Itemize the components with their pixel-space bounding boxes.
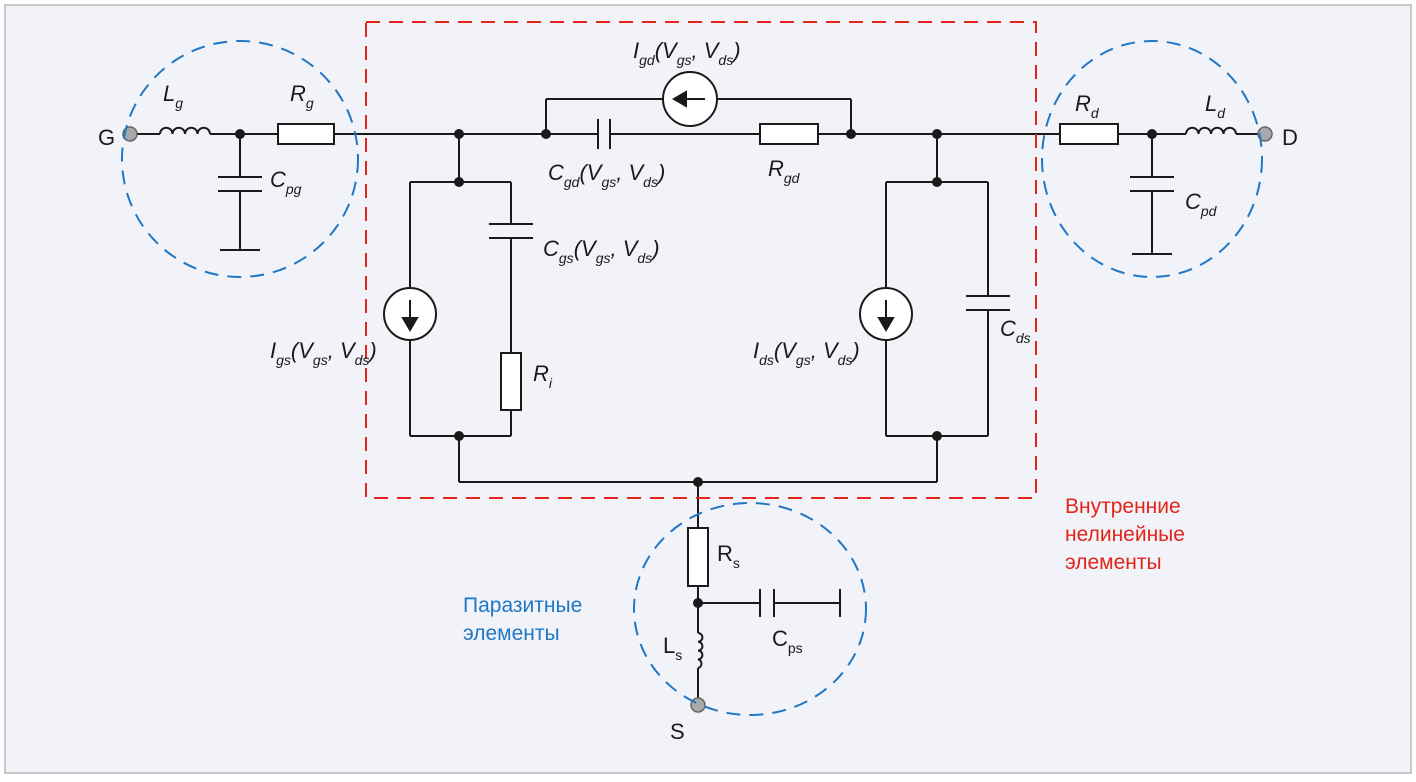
- label-ri: Ri: [533, 361, 553, 391]
- capacitor-cds: [966, 295, 1010, 311]
- current-source-igs: [383, 287, 437, 341]
- terminal-label-drain: D: [1282, 125, 1298, 150]
- label-igd: Igd(Vgs, Vds): [633, 38, 741, 68]
- label-ld: Ld: [1205, 91, 1226, 121]
- inductor-lg: [159, 126, 211, 135]
- label-lg: Lg: [163, 81, 183, 111]
- terminal-drain: [1257, 126, 1273, 142]
- terminal-label-source: S: [670, 719, 685, 744]
- internal-elements-box: [365, 21, 1037, 499]
- parasitic-drain-circle: [1041, 40, 1263, 278]
- capacitor-cpg: [218, 176, 262, 192]
- resistor-rd: [1059, 123, 1119, 145]
- label-cgd: Cgd(Vgs, Vds): [548, 160, 665, 190]
- label-rs: Rs: [717, 541, 740, 571]
- inductor-ls: [697, 632, 704, 669]
- resistor-ri: [500, 352, 522, 411]
- parasitic-gate-circle: [121, 40, 359, 278]
- terminal-label-gate: G: [98, 125, 115, 150]
- resistor-rg: [277, 123, 335, 145]
- label-rd: Rd: [1075, 91, 1100, 121]
- label-cpd: Cpd: [1185, 189, 1218, 219]
- capacitor-cgs: [489, 223, 533, 239]
- capacitor-cgd: [597, 119, 611, 149]
- inductor-ld: [1185, 126, 1237, 135]
- label-cgs: Cgs(Vgs, Vds): [543, 236, 660, 266]
- legend-parasitic: Паразитные элементы: [463, 594, 588, 645]
- parasitic-source-circle: [633, 502, 867, 716]
- current-source-ids: [859, 287, 913, 341]
- legend-internal: Внутренние нелинейные элементы: [1065, 495, 1191, 574]
- capacitor-cpd: [1130, 176, 1174, 192]
- label-igs: Igs(Vgs, Vds): [270, 338, 377, 368]
- label-rgd: Rgd: [768, 156, 801, 186]
- resistor-rgd: [759, 123, 819, 145]
- terminal-source: [690, 697, 706, 713]
- label-ls: Ls: [663, 633, 682, 663]
- label-cpg: Cpg: [270, 167, 302, 197]
- label-cds: Cds: [1000, 316, 1031, 346]
- label-ids: Ids(Vgs, Vds): [753, 338, 860, 368]
- resistor-rs: [687, 527, 709, 587]
- current-source-igd: [662, 71, 718, 127]
- label-cps: Cps: [772, 626, 803, 656]
- junction-dots: [235, 129, 1157, 608]
- capacitor-cps: [759, 589, 775, 617]
- label-rg: Rg: [290, 81, 314, 111]
